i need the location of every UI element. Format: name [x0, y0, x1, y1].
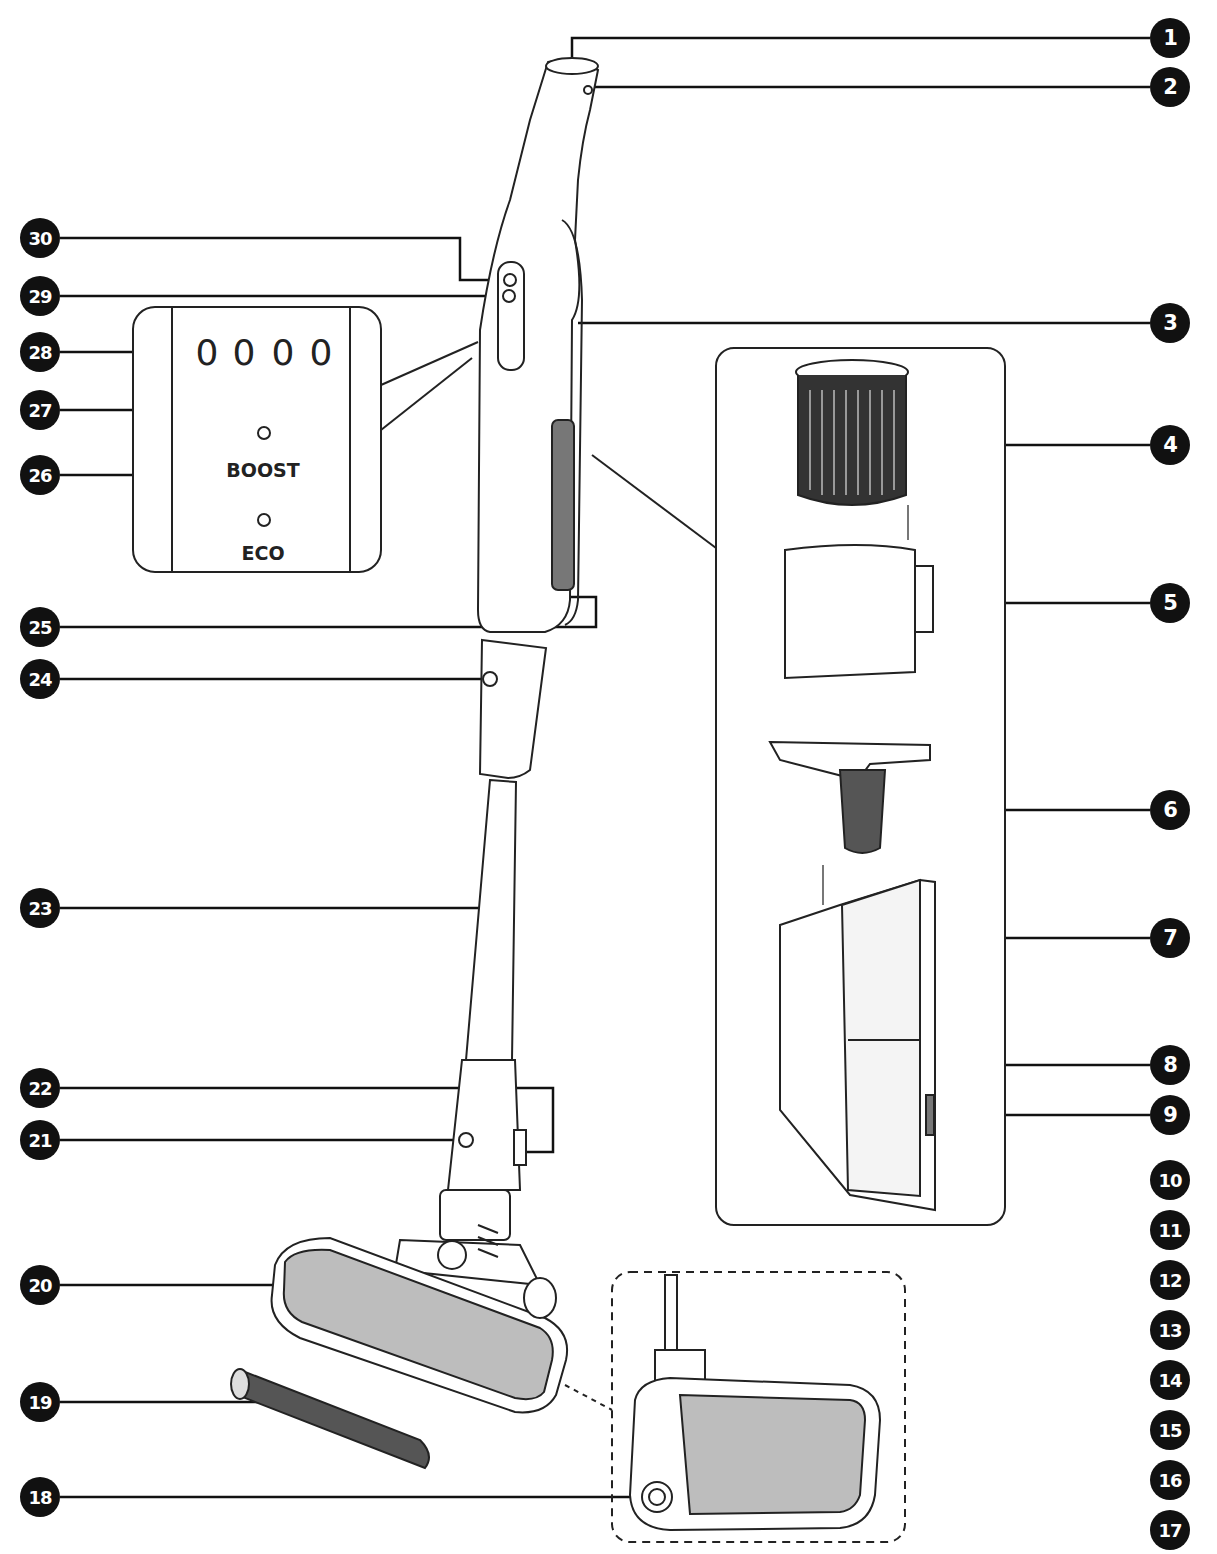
callout-number: 20: [20, 1265, 60, 1305]
callout-number: 1: [1150, 18, 1190, 58]
callout-number: 28: [20, 332, 60, 372]
callout-number: 10: [1150, 1160, 1190, 1200]
callout-number: 6: [1150, 790, 1190, 830]
callout-number: 14: [1150, 1360, 1190, 1400]
callout-number: 16: [1150, 1460, 1190, 1500]
callout-number: 27: [20, 390, 60, 430]
callout-number: 23: [20, 888, 60, 928]
mode-label: BOOST: [226, 459, 299, 481]
callout-number: 8: [1150, 1045, 1190, 1085]
callout-number: 3: [1150, 303, 1190, 343]
display-digit: 0: [196, 332, 219, 373]
callout-number: 5: [1150, 583, 1190, 623]
display-digit: 0: [272, 332, 295, 373]
callout-number: 21: [20, 1120, 60, 1160]
callout-number: 19: [20, 1382, 60, 1422]
callout-number: 9: [1150, 1095, 1190, 1135]
mode-label: ECO: [241, 542, 284, 564]
callout-number: 30: [20, 218, 60, 258]
display-digit: 0: [310, 332, 333, 373]
callout-number: 2: [1150, 67, 1190, 107]
callout-number: 13: [1150, 1310, 1190, 1350]
callout-number: 7: [1150, 918, 1190, 958]
callout-number: 25: [20, 607, 60, 647]
callout-number: 22: [20, 1068, 60, 1108]
display-digit: 0: [233, 332, 256, 373]
callout-number: 17: [1150, 1510, 1190, 1550]
callout-number: 11: [1150, 1210, 1190, 1250]
callout-number: 4: [1150, 425, 1190, 465]
callout-number: 18: [20, 1477, 60, 1517]
callout-number: 15: [1150, 1410, 1190, 1450]
callout-number: 12: [1150, 1260, 1190, 1300]
callout-number: 29: [20, 276, 60, 316]
callout-number: 26: [20, 455, 60, 495]
callout-number: 24: [20, 659, 60, 699]
